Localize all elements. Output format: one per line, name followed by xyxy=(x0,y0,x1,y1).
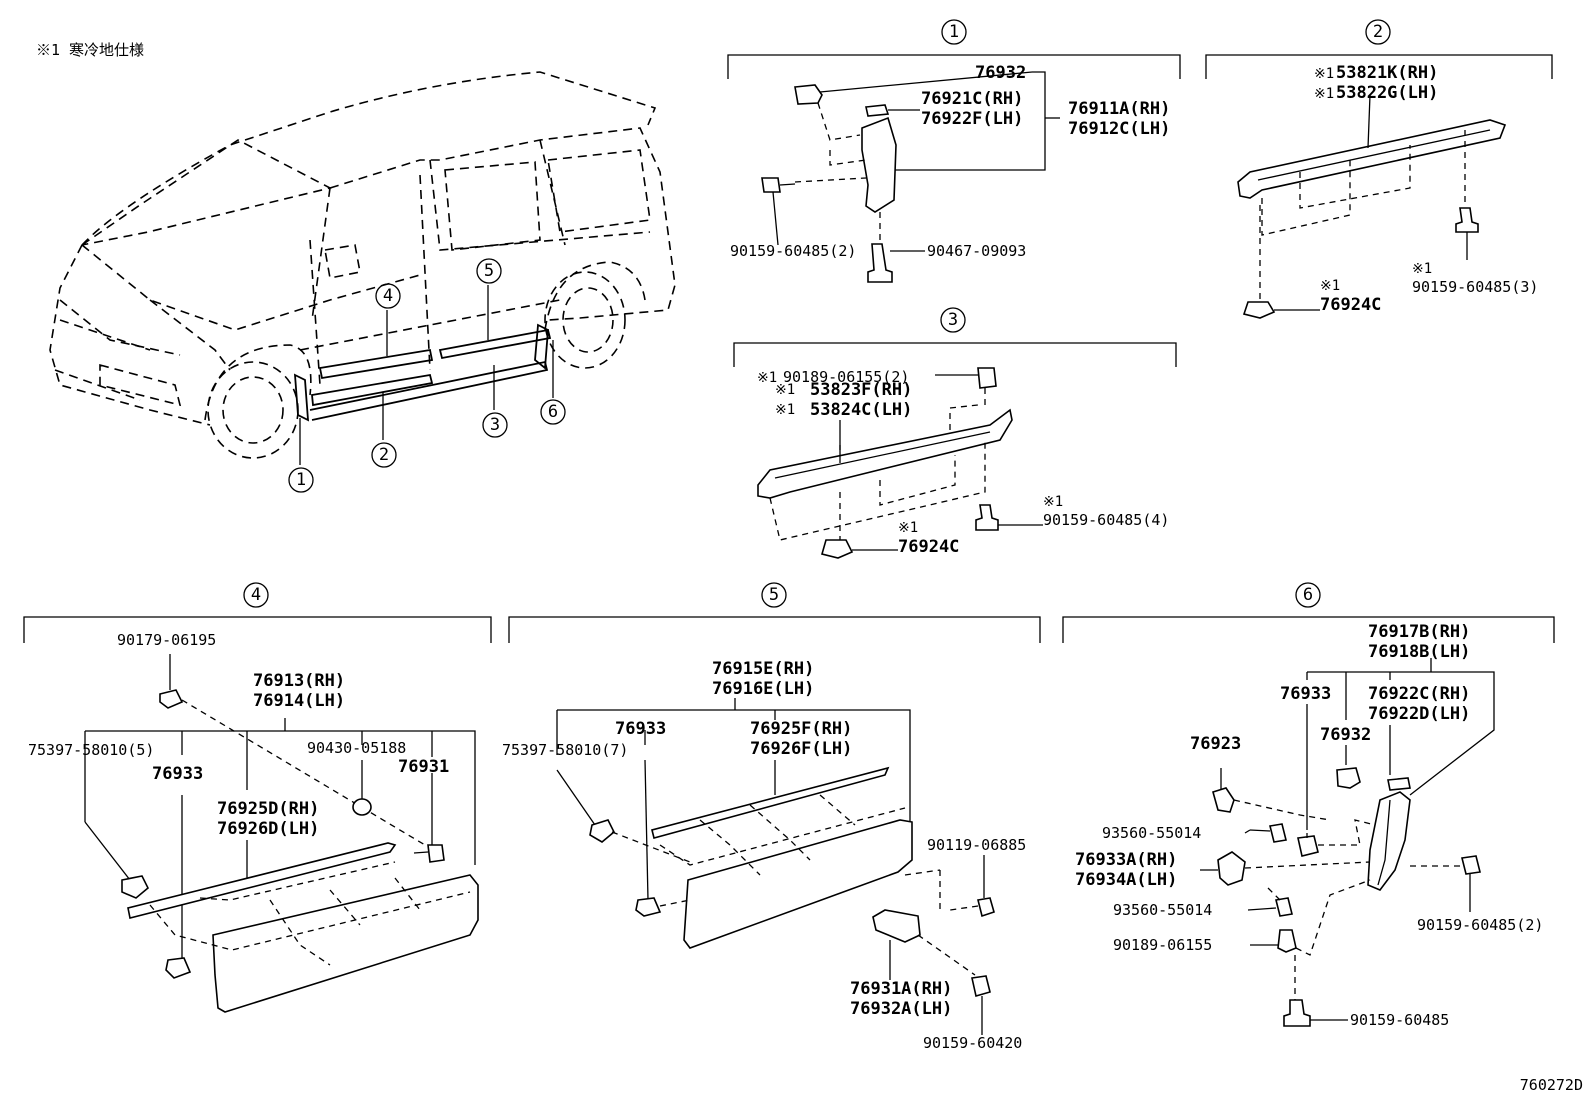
vehicle-callout-6: 6 xyxy=(540,399,566,425)
label-76916E: 76916E(LH) xyxy=(712,679,814,699)
label-53821K: 53821K(RH) xyxy=(1336,63,1438,83)
mark-3e: ※1 xyxy=(898,520,918,536)
mark-2b: ※1 xyxy=(1314,86,1334,102)
mark-3d: ※1 xyxy=(1043,494,1063,510)
label-76933-5: 76933 xyxy=(615,719,666,739)
label-76925F: 76925F(RH) xyxy=(750,719,852,739)
label-90159-60485-3: 90159-60485(3) xyxy=(1412,278,1538,296)
svg-text:5: 5 xyxy=(484,261,494,281)
label-76925D: 76925D(RH) xyxy=(217,799,319,819)
label-76933A: 76933A(RH) xyxy=(1075,850,1177,870)
label-53822G: 53822G(LH) xyxy=(1336,83,1438,103)
svg-text:4: 4 xyxy=(383,286,393,306)
label-76912C: 76912C(LH) xyxy=(1068,119,1170,139)
label-76921C: 76921C(RH) xyxy=(921,89,1023,109)
svg-text:3: 3 xyxy=(948,310,958,330)
label-76933-6: 76933 xyxy=(1280,684,1331,704)
label-90159-60485-s6: 90159-60485 xyxy=(1350,1011,1449,1029)
section-4: 4 xyxy=(23,582,492,1013)
mark-3b: ※1 xyxy=(775,382,795,398)
svg-text:4: 4 xyxy=(251,585,261,605)
mark-3c: ※1 xyxy=(775,402,795,418)
mark-2d: ※1 xyxy=(1412,261,1432,277)
label-90467-09093: 90467-09093 xyxy=(927,242,1026,260)
label-76924C-3: 76924C xyxy=(898,537,959,557)
label-75397-58010-5: 75397-58010(5) xyxy=(28,741,154,759)
label-76932-6: 76932 xyxy=(1320,725,1371,745)
label-76915E: 76915E(RH) xyxy=(712,659,814,679)
section-4-callout: 4 xyxy=(243,582,269,608)
svg-text:1: 1 xyxy=(296,470,306,490)
label-76932: 76932 xyxy=(975,63,1026,83)
mark-2a: ※1 xyxy=(1314,66,1334,82)
mark-3a: ※1 xyxy=(757,370,777,386)
label-76917B: 76917B(RH) xyxy=(1368,622,1470,642)
label-76932A: 76932A(LH) xyxy=(850,999,952,1019)
label-90430-05188: 90430-05188 xyxy=(307,739,406,757)
section-1-callout: 1 xyxy=(941,19,967,45)
section-3: 3 xyxy=(733,307,1177,559)
label-76922D: 76922D(LH) xyxy=(1368,704,1470,724)
section-5-callout: 5 xyxy=(761,582,787,608)
label-76911A: 76911A(RH) xyxy=(1068,99,1170,119)
label-76923: 76923 xyxy=(1190,734,1241,754)
label-90179-06195: 90179-06195 xyxy=(117,631,216,649)
label-76934A: 76934A(LH) xyxy=(1075,870,1177,890)
label-90189-06155-2: 90189-06155(2) xyxy=(783,368,909,386)
figure-id: 760272D xyxy=(1520,1076,1583,1094)
label-76931: 76931 xyxy=(398,757,449,777)
label-90159-60485-2-s6: 90159-60485(2) xyxy=(1417,916,1543,934)
svg-text:3: 3 xyxy=(490,415,500,435)
svg-text:6: 6 xyxy=(1303,585,1313,605)
label-90159-60420: 90159-60420 xyxy=(923,1034,1022,1052)
label-76931A: 76931A(RH) xyxy=(850,979,952,999)
label-53824C: 53824C(LH) xyxy=(810,400,912,420)
label-76914: 76914(LH) xyxy=(253,691,345,711)
svg-text:2: 2 xyxy=(1373,22,1383,42)
label-76933-4: 76933 xyxy=(152,764,203,784)
vehicle-callout-4: 4 xyxy=(375,283,401,309)
section-2-callout: 2 xyxy=(1365,19,1391,45)
label-76924C-2: 76924C xyxy=(1320,295,1381,315)
label-93560-55014-a: 93560-55014 xyxy=(1102,824,1201,842)
label-76926D: 76926D(LH) xyxy=(217,819,319,839)
label-90189-06155: 90189-06155 xyxy=(1113,936,1212,954)
section-2: 2 xyxy=(1205,19,1553,319)
vehicle-overview xyxy=(49,71,676,459)
label-76922C: 76922C(RH) xyxy=(1368,684,1470,704)
vehicle-callout-5: 5 xyxy=(476,258,502,284)
section-3-callout: 3 xyxy=(940,307,966,333)
label-53823F: 53823F(RH) xyxy=(810,380,912,400)
label-90119-06885: 90119-06885 xyxy=(927,836,1026,854)
label-75397-58010-7: 75397-58010(7) xyxy=(502,741,628,759)
vehicle-callout-1: 1 xyxy=(288,467,314,493)
vehicle-callout-2: 2 xyxy=(371,442,397,468)
label-90159-60485-4: 90159-60485(4) xyxy=(1043,511,1169,529)
label-76922F: 76922F(LH) xyxy=(921,109,1023,129)
label-76918B: 76918B(LH) xyxy=(1368,642,1470,662)
cold-spec-note: ※1 寒冷地仕様 xyxy=(36,41,144,59)
label-76926F: 76926F(LH) xyxy=(750,739,852,759)
section-5: 5 xyxy=(508,582,1041,1035)
label-76913: 76913(RH) xyxy=(253,671,345,691)
vehicle-callout-3: 3 xyxy=(482,412,508,438)
section-6-callout: 6 xyxy=(1295,582,1321,608)
label-93560-55014-b: 93560-55014 xyxy=(1113,901,1212,919)
section-1: 1 xyxy=(727,19,1181,283)
svg-text:1: 1 xyxy=(949,22,959,42)
section-6: 6 xyxy=(1062,582,1555,1027)
svg-text:2: 2 xyxy=(379,445,389,465)
mark-2c: ※1 xyxy=(1320,278,1340,294)
label-90159-60485-2: 90159-60485(2) xyxy=(730,242,856,260)
svg-text:6: 6 xyxy=(548,402,558,422)
svg-text:5: 5 xyxy=(769,585,779,605)
